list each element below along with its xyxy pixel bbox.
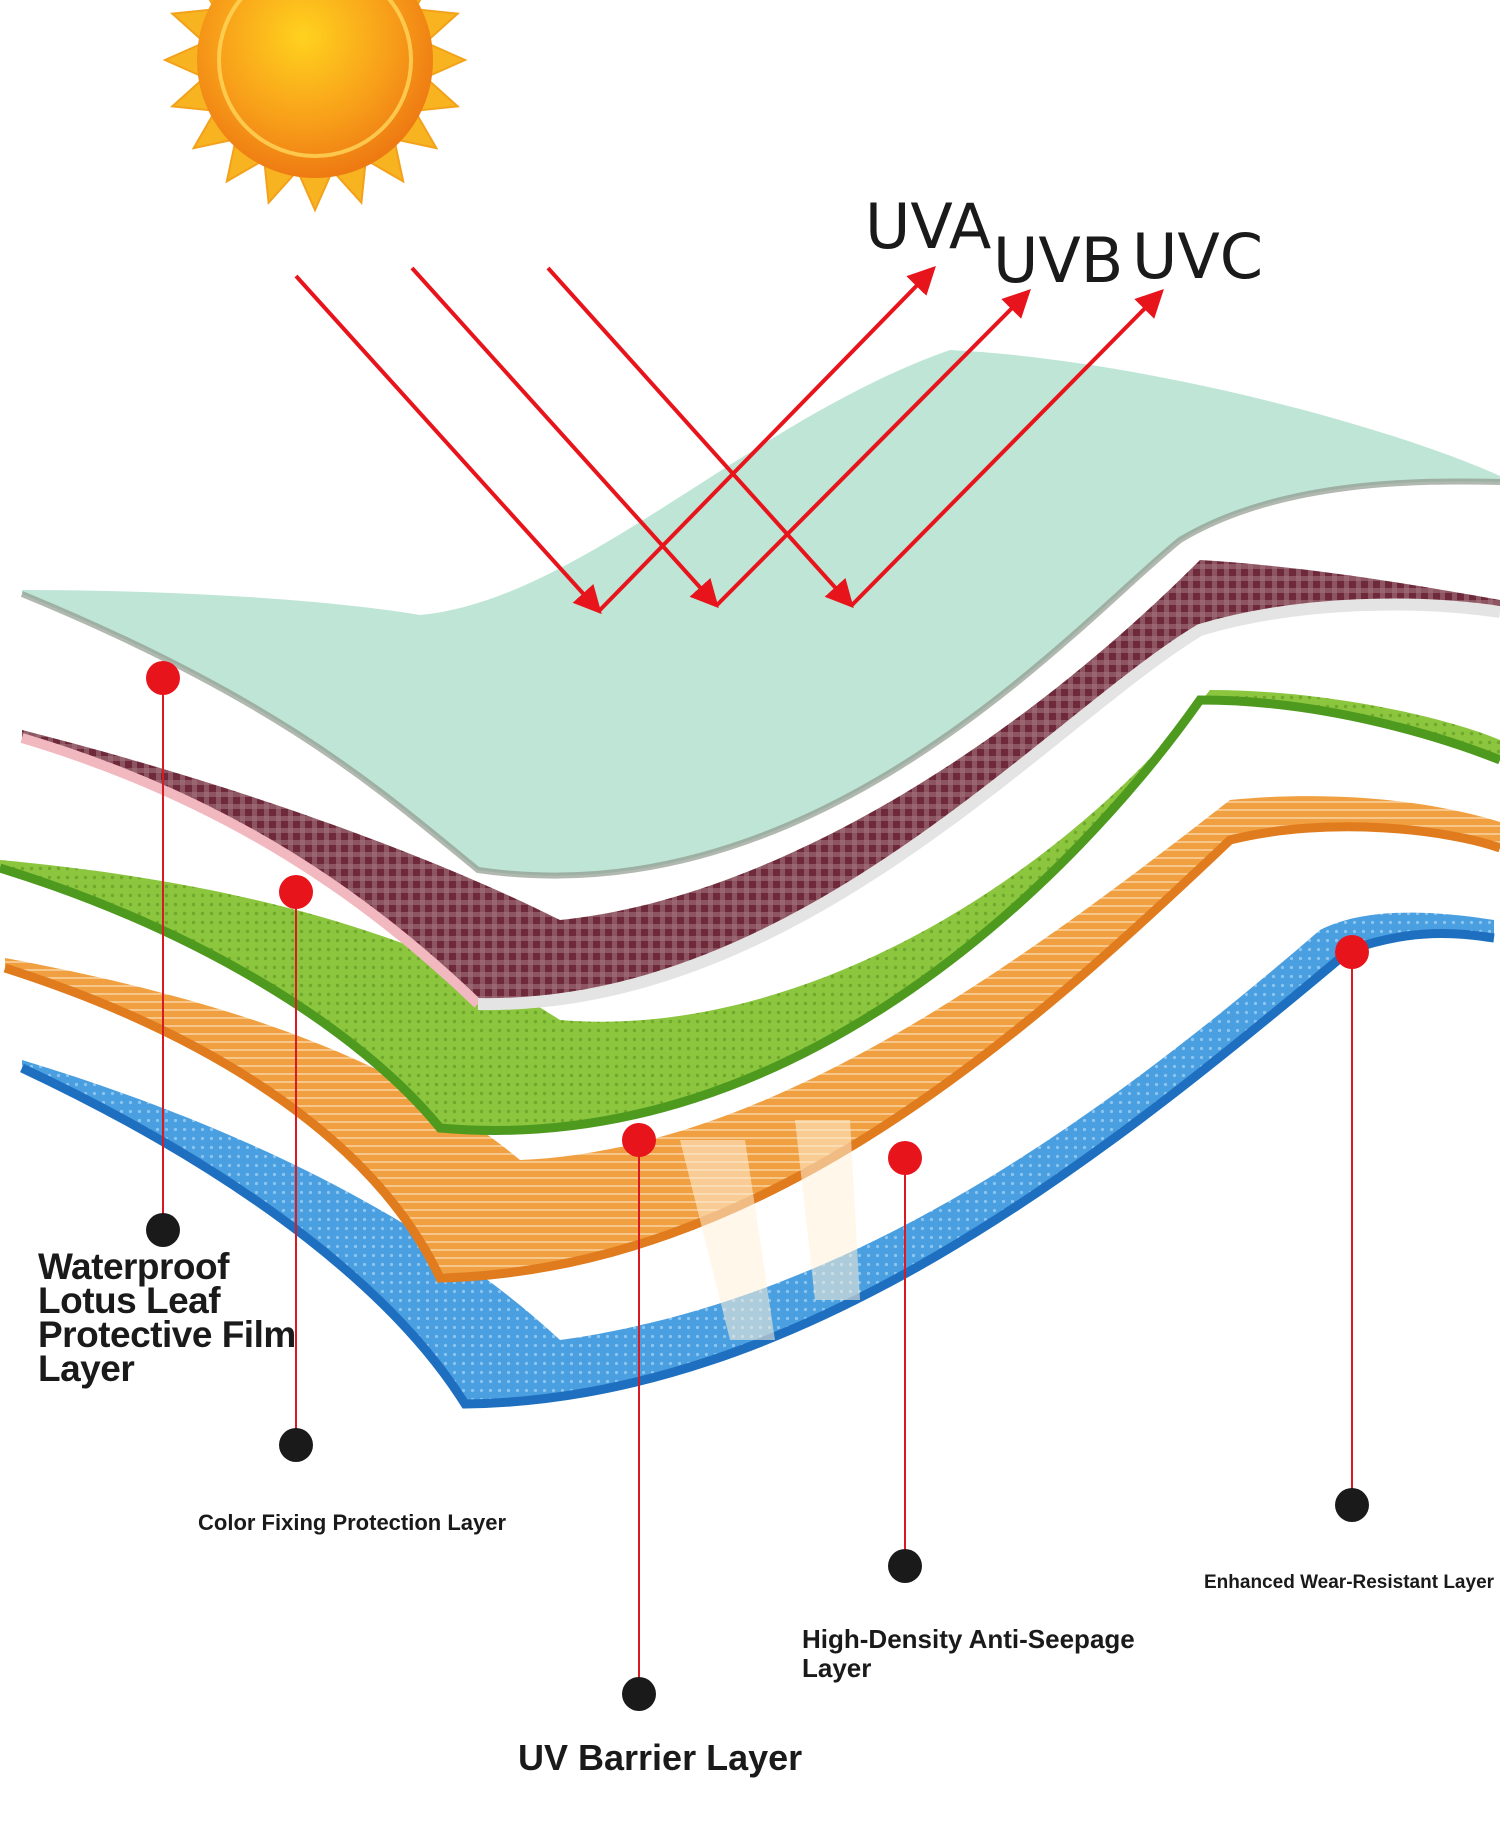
uvc-label: UVC: [1132, 220, 1263, 293]
uva-reflected-ray: [596, 265, 936, 614]
waterproof-layer-label: Waterproof Lotus Leaf Protective Film La…: [38, 1246, 296, 1389]
uv-barrier-layer: [0, 690, 1500, 1135]
callout-uv-barrier: [622, 1123, 656, 1711]
uva-incoming-ray: [294, 274, 602, 615]
callout-anti-seepage-red-dot: [888, 1141, 922, 1175]
anti-seepage-layer-label: High-Density Anti-Seepage Layer: [802, 1624, 1135, 1683]
wear-resistant-layer: [20, 912, 1495, 1409]
uvb-incoming-ray: [410, 266, 719, 609]
callout-wear-resistant: [1335, 935, 1369, 1522]
callout-waterproof-dark-dot: [146, 1213, 180, 1247]
film-layer: [20, 350, 1500, 879]
callout-anti-seepage: [888, 1141, 922, 1583]
color-fixing-layer: [20, 560, 1500, 1011]
uva-label: UVA: [865, 190, 991, 263]
callout-anti-seepage-dark-dot: [888, 1549, 922, 1583]
sun-icon: [162, 0, 468, 213]
callout-uv-barrier-red-dot: [622, 1123, 656, 1157]
light-streaks: [680, 1120, 860, 1340]
callout-waterproof-red-dot: [146, 661, 180, 695]
uvb-label: UVB: [993, 224, 1123, 297]
callout-wear-resistant-red-dot: [1335, 935, 1369, 969]
color-fixing-layer-label: Color Fixing Protection Layer: [198, 1510, 507, 1535]
uvb-reflected-ray: [714, 289, 1031, 608]
uv-barrier-layer-label: UV Barrier Layer: [518, 1737, 803, 1778]
callout-uv-barrier-dark-dot: [622, 1677, 656, 1711]
callout-color-fixing-red-dot: [279, 875, 313, 909]
callout-waterproof: [146, 661, 180, 1247]
uvc-reflected-ray: [849, 289, 1164, 608]
callout-color-fixing-dark-dot: [279, 1428, 313, 1462]
anti-seepage-layer: [3, 796, 1500, 1283]
uvc-incoming-ray: [546, 266, 854, 609]
uv-rays: [294, 265, 1164, 615]
wear-resistant-layer-label: Enhanced Wear-Resistant Layer: [1204, 1572, 1495, 1593]
callout-color-fixing: [279, 875, 313, 1462]
callout-wear-resistant-dark-dot: [1335, 1488, 1369, 1522]
